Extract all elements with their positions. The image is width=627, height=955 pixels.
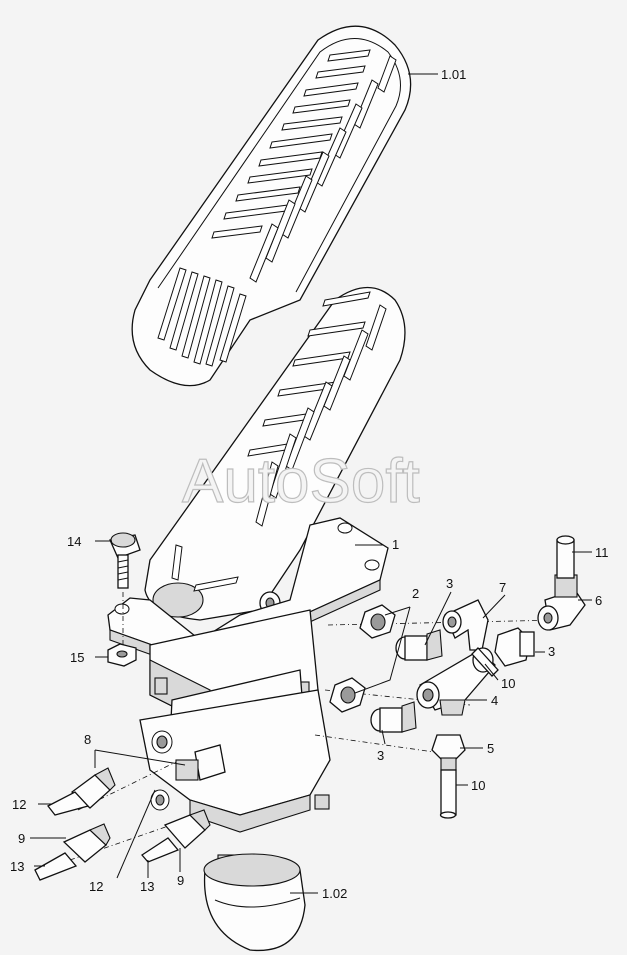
callout-9-b: 9 [177, 873, 184, 888]
callout-9-a: 9 [18, 831, 25, 846]
axis-left-upper [77, 759, 181, 811]
callout-8: 8 [84, 732, 91, 747]
valve-body [139, 609, 331, 876]
callout-13-a: 13 [10, 859, 24, 874]
nut-15 [107, 643, 137, 667]
callout-12-b: 12 [89, 879, 103, 894]
watermark: AutoSoft [182, 447, 420, 516]
callout-14: 14 [67, 534, 81, 549]
fitting-9-b [163, 809, 211, 849]
callout-13-b: 13 [140, 879, 154, 894]
bolt-14 [109, 532, 141, 589]
callout-3-a: 3 [446, 576, 453, 591]
upper-pad-ribs [157, 49, 397, 367]
tube-13-a [34, 852, 78, 881]
tube-12-a [47, 791, 90, 816]
tube-13-b [141, 837, 180, 863]
callout-3-b: 3 [377, 748, 384, 763]
callout-1-02: 1.02 [322, 886, 347, 901]
port-fitting-8 [175, 744, 226, 781]
callout-3-c: 3 [548, 644, 555, 659]
callout-4: 4 [491, 693, 498, 708]
callout-7: 7 [499, 580, 506, 595]
fitting-9-a [62, 823, 111, 863]
callout-5: 5 [487, 741, 494, 756]
callout-10-a: 10 [501, 676, 515, 691]
callout-1-01: 1.01 [441, 67, 466, 82]
callout-12-a: 12 [12, 797, 26, 812]
callout-11: 11 [595, 545, 609, 560]
rubber-boot [203, 853, 306, 952]
lever-ribs [171, 291, 387, 592]
callout-1: 1 [392, 537, 399, 552]
pedal-lever [144, 287, 406, 621]
fitting-5 [431, 734, 466, 771]
callout-6: 6 [595, 593, 602, 608]
upper-pedal-pad [131, 25, 412, 387]
callout-10-b: 10 [471, 778, 485, 793]
tube-11 [556, 535, 575, 579]
callout-2: 2 [412, 586, 419, 601]
nut-2-upper [359, 604, 396, 639]
elbow-7 [442, 599, 489, 651]
nut-2-lower [329, 677, 366, 713]
tube-10-lower [439, 769, 457, 819]
callout-15: 15 [70, 650, 84, 665]
elbow-6 [537, 574, 586, 631]
leader-lines [30, 73, 592, 894]
axis-left-lower [69, 821, 181, 861]
fitting-3-b [370, 701, 417, 733]
tube-10-upper [471, 647, 499, 677]
callout-labels: 1.01 1 1.02 2 3 3 3 4 5 6 7 8 9 9 10 10 … [10, 67, 609, 901]
fitting-3-c [494, 627, 535, 667]
